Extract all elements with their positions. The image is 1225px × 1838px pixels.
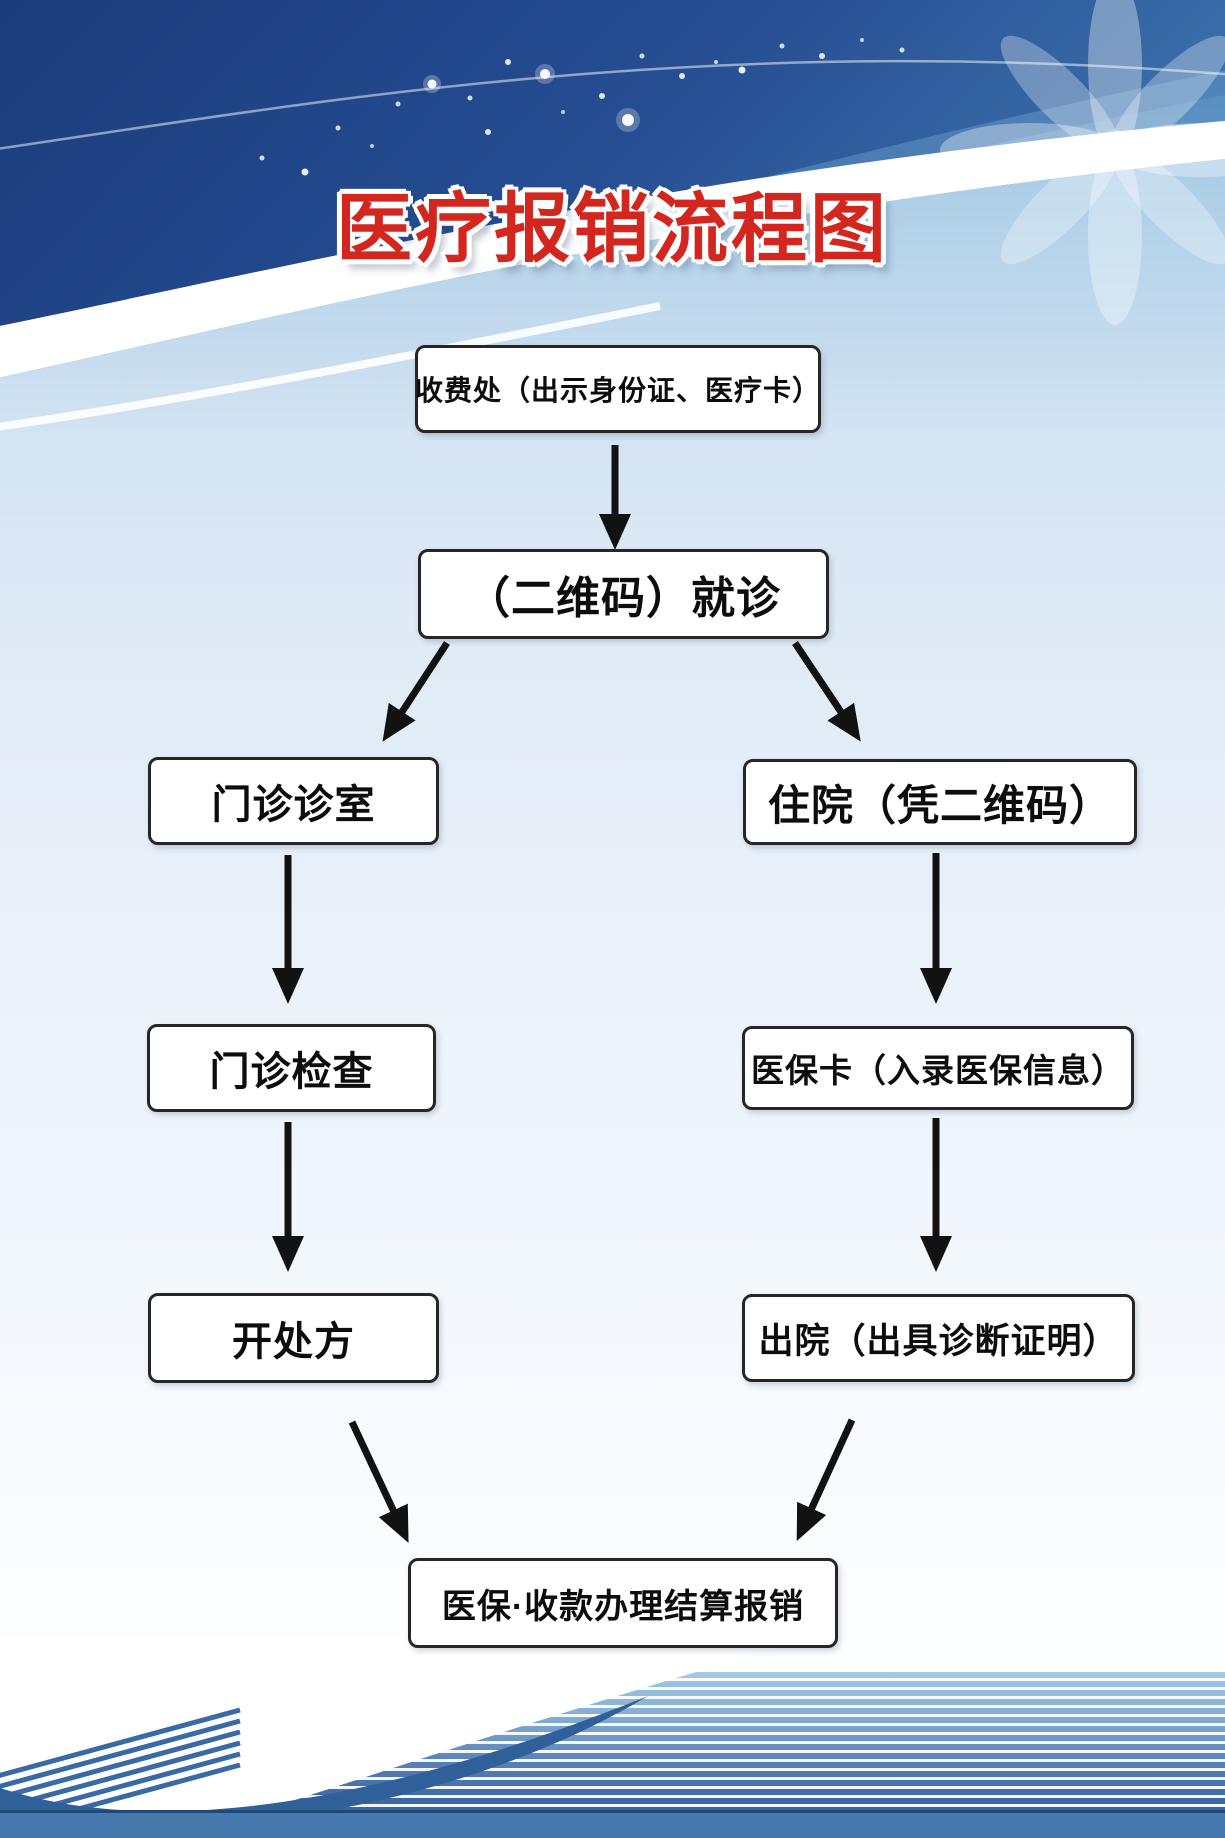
header-light-area — [0, 159, 1225, 432]
bottom-solid-band — [0, 1810, 1225, 1838]
bottom-swoosh — [0, 1638, 815, 1833]
flow-node-label: 收费处（出示身份证、医疗卡） — [415, 375, 822, 406]
flow-node-outpatient-exam: 门诊检查 — [147, 1024, 436, 1112]
flow-node-inpatient-admission: 住院（凭二维码） — [743, 759, 1137, 845]
flow-node-qr-visit: （二维码）就诊 — [418, 549, 829, 639]
sparkles-icon — [259, 38, 905, 176]
flow-node-label: （二维码）就诊 — [466, 574, 781, 623]
header-white-swoosh — [0, 120, 1225, 378]
arrow-discharge-to-settlement — [796, 1418, 856, 1542]
arrow-visit-to-outpatient — [382, 641, 450, 742]
flow-node-label: 开处方 — [232, 1320, 355, 1364]
arrow-visit-to-inpatient — [792, 641, 861, 742]
bottom-white-swoosh — [0, 1638, 815, 1827]
flow-node-label: 出院（出具诊断证明） — [758, 1321, 1119, 1361]
flow-node-fee-office: 收费处（出示身份证、医疗卡） — [415, 345, 821, 433]
flow-node-medical-insurance-card: 医保卡（入录医保信息） — [742, 1026, 1134, 1110]
flow-node-label: 住院（凭二维码） — [767, 781, 1112, 829]
flow-node-label: 门诊检查 — [209, 1050, 374, 1094]
flow-node-settlement: 医保·收款办理结算报销 — [408, 1558, 838, 1648]
flow-node-prescription: 开处方 — [148, 1293, 439, 1383]
header-thin-line — [0, 59, 1225, 150]
flow-node-label: 门诊诊室 — [211, 783, 376, 827]
flow-node-outpatient-room: 门诊诊室 — [148, 757, 439, 845]
poster-title: 医疗报销流程图 — [336, 187, 889, 272]
flow-node-discharge: 出院（出具诊断证明） — [742, 1294, 1135, 1382]
arrow-prescription-to-settlement — [348, 1420, 409, 1543]
header-thin-swoosh-line — [0, 302, 661, 431]
flow-node-label: 医保卡（入录医保信息） — [751, 1052, 1125, 1089]
flow-node-label: 医保·收款办理结算报销 — [441, 1587, 805, 1626]
header-banner — [0, 0, 1225, 432]
flower-icon — [940, 0, 1225, 325]
